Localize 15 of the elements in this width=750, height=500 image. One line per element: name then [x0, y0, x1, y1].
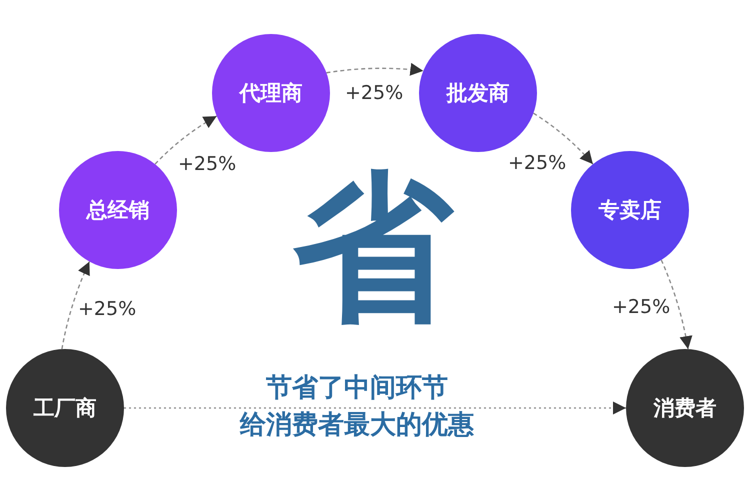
- large-character: 省: [293, 168, 453, 328]
- dashed-arrow: [533, 112, 594, 165]
- dashed-arrow: [61, 261, 90, 350]
- node-label: 批发商: [446, 80, 510, 106]
- node-label: 消费者: [654, 396, 716, 420]
- dashed-arrow: [660, 260, 692, 350]
- slogan-text: 节省了中间环节: [265, 375, 449, 401]
- dashed-arrow: [326, 63, 424, 76]
- dashed-arrow: [154, 116, 218, 165]
- node-label: 专卖店: [598, 198, 662, 222]
- node-label: 代理商: [240, 80, 302, 106]
- node-label: 工厂商: [34, 396, 96, 420]
- node-label: 总经销: [86, 198, 150, 222]
- slogan-text: 给消费者最大的优惠: [238, 412, 475, 438]
- dashed-arrow: [124, 402, 626, 414]
